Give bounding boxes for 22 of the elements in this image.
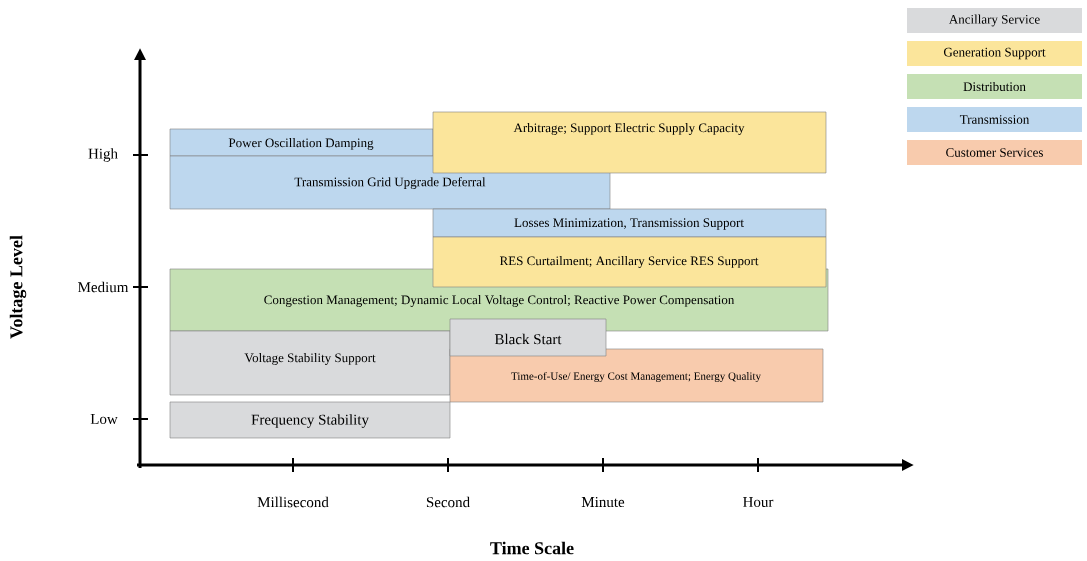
service-box: Black Start <box>449 318 607 357</box>
service-box: Losses Minimization, Transmission Support <box>432 208 827 238</box>
axis-title: Voltage Level <box>9 235 27 339</box>
service-box: Arbitrage; Support Electric Supply Capacity <box>432 111 827 174</box>
legend-item: Distribution <box>907 74 1082 99</box>
legend-item: Transmission <box>907 107 1082 132</box>
x-tick-label: Second <box>426 496 470 508</box>
y-tick-label: Medium <box>78 281 129 293</box>
service-box: Voltage Stability Support <box>169 330 451 396</box>
axis-title: Time Scale <box>490 541 574 555</box>
service-box: Time-of-Use/ Energy Cost Management; Energy Quality <box>449 348 824 403</box>
x-tick-label: Millisecond <box>257 496 329 508</box>
service-box: Frequency Stability <box>169 401 451 439</box>
x-tick-label: Minute <box>581 496 625 508</box>
service-box: RES Curtailment; Ancillary Service RES Support <box>432 236 827 288</box>
legend-item: Ancillary Service <box>907 8 1082 33</box>
y-tick-label: High <box>88 148 118 162</box>
legend-item: Generation Support <box>907 41 1082 66</box>
x-tick-label: Hour <box>743 497 774 507</box>
y-tick-label: Low <box>90 414 118 424</box>
service-box: Power Oscillation Damping <box>169 128 434 157</box>
legend-item: Customer Services <box>907 140 1082 165</box>
